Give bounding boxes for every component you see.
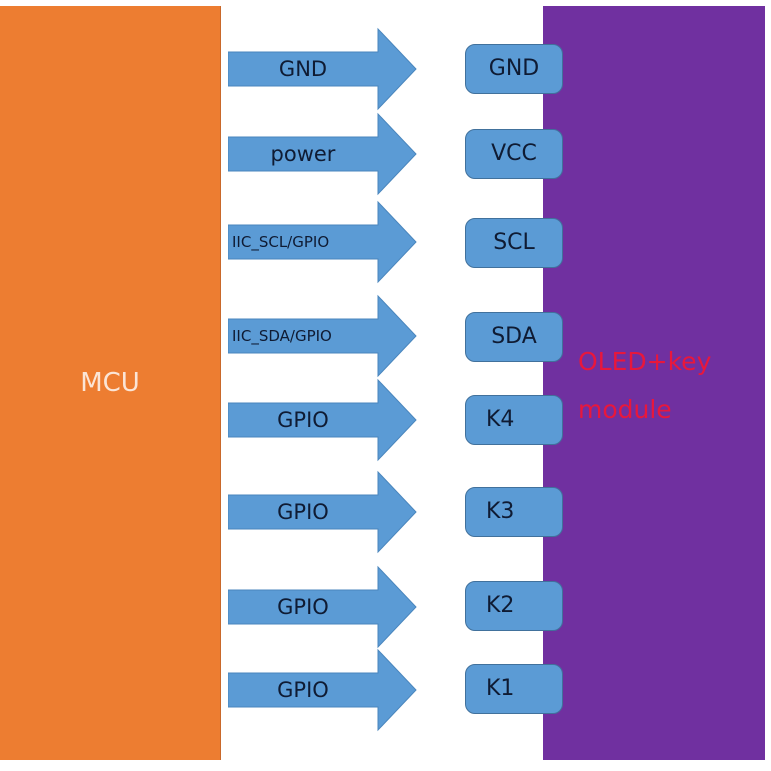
pin-k2: K2	[465, 581, 563, 631]
signal-label: GPIO	[277, 408, 329, 432]
arrow-gpio-k4: GPIO	[228, 378, 418, 462]
signal-label: IIC_SDA/GPIO	[232, 327, 332, 345]
oled-key-module-block	[543, 6, 765, 760]
arrow-right-icon	[228, 112, 417, 196]
pin-label: K3	[486, 499, 515, 524]
pin-vcc: VCC	[465, 129, 563, 179]
mcu-label: MCU	[80, 368, 140, 398]
signal-label: IIC_SCL/GPIO	[232, 233, 330, 251]
mcu-block	[0, 6, 221, 760]
pin-label: K4	[486, 407, 515, 432]
arrow-right-icon	[228, 294, 417, 378]
pin-k4: K4	[465, 395, 563, 445]
arrow-gnd: GND	[228, 27, 418, 111]
arrow-gpio-k1: GPIO	[228, 648, 418, 732]
pin-label: K1	[486, 676, 515, 701]
signal-label: GPIO	[277, 678, 329, 702]
pin-label: K2	[486, 593, 515, 618]
pin-k3: K3	[465, 487, 563, 537]
arrow-iic-sda: IIC_SDA/GPIO	[228, 294, 418, 378]
arrow-right-icon	[228, 200, 417, 284]
signal-label: GPIO	[277, 595, 329, 619]
arrow-right-icon	[228, 648, 417, 732]
pin-k1: K1	[465, 664, 563, 714]
arrow-right-icon	[228, 27, 417, 111]
pin-sda: SDA	[465, 312, 563, 362]
signal-label: power	[270, 142, 336, 166]
signal-label: GND	[278, 57, 328, 81]
arrow-right-icon	[228, 565, 417, 649]
pin-gnd: GND	[465, 44, 563, 94]
arrow-gpio-k3: GPIO	[228, 470, 418, 554]
module-label: OLED+key module	[578, 338, 711, 434]
pin-label: SDA	[491, 324, 537, 349]
arrow-power: power	[228, 112, 418, 196]
pin-label: GND	[488, 56, 540, 81]
signal-label: GPIO	[277, 500, 329, 524]
module-label-line2: module	[578, 395, 672, 424]
pin-label: SCL	[493, 230, 535, 255]
arrow-right-icon	[228, 470, 417, 554]
arrow-gpio-k2: GPIO	[228, 565, 418, 649]
module-label-line1: OLED+key	[578, 347, 712, 376]
pin-label: VCC	[491, 141, 537, 166]
pin-scl: SCL	[465, 218, 563, 268]
arrow-right-icon	[228, 378, 417, 462]
arrow-iic-scl: IIC_SCL/GPIO	[228, 200, 418, 284]
